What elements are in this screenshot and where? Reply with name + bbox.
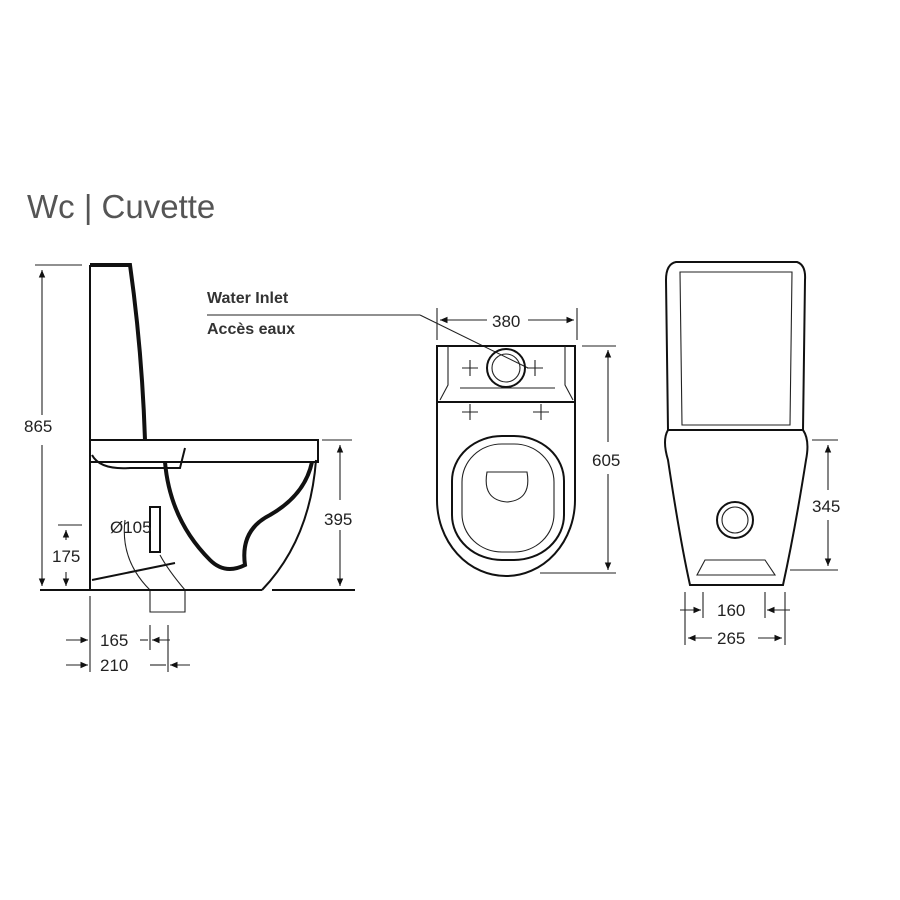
rear-view: 345 160 265: [664, 261, 840, 648]
acces-eaux-label: Accès eaux: [207, 321, 295, 338]
dim-outlet-offset-min: 165: [100, 631, 128, 650]
dim-rim-height: 395: [324, 510, 352, 529]
dim-body-height: 345: [812, 497, 840, 516]
seat-rim: [89, 439, 319, 463]
side-view: 865 395 175 Ø105 165 210: [24, 263, 355, 675]
tank-rear-outline: [664, 261, 807, 431]
dim-depth: 605: [592, 451, 620, 470]
dim-outlet-diameter: Ø105: [110, 518, 152, 537]
seat-outline: [451, 435, 565, 561]
dim-height-total: 865: [24, 417, 52, 436]
dim-outlet-offset-max: 210: [100, 656, 128, 675]
fixing-marks: [462, 360, 549, 420]
water-inlet-label: Water Inlet: [207, 290, 289, 307]
lid-handle: [485, 471, 529, 503]
dim-base-inner: 160: [717, 601, 745, 620]
outlet-circle: [716, 501, 754, 539]
tank-side-outline: [90, 263, 147, 441]
dim-base-outer: 265: [717, 629, 745, 648]
top-view: 380 605: [436, 308, 620, 578]
outlet-flange: [149, 506, 161, 553]
page-title: Wc | Cuvette: [27, 188, 215, 225]
water-inlet-circle: [486, 348, 526, 388]
bowl-outline: [436, 345, 576, 578]
dim-width: 380: [492, 312, 520, 331]
dim-outlet-height: 175: [52, 547, 80, 566]
